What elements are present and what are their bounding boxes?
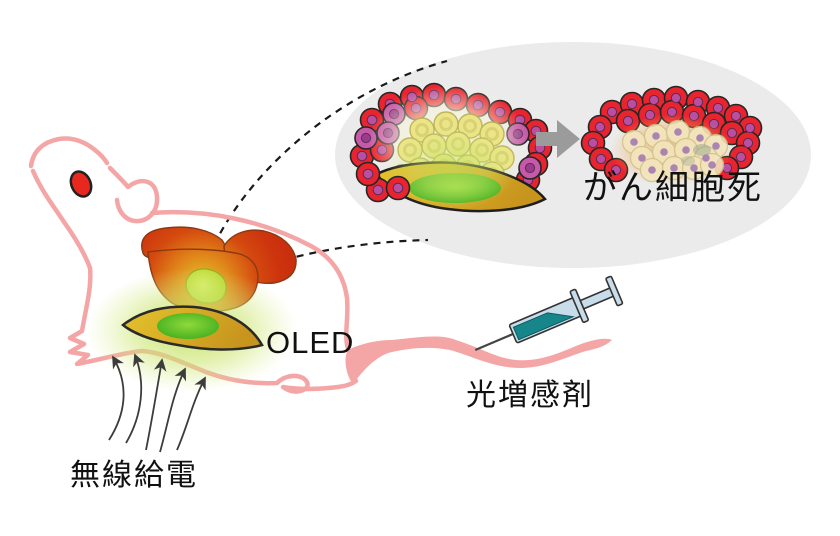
syringe-plunger-rod (579, 286, 616, 310)
callout-line-lower (211, 238, 429, 290)
syringe-needle (474, 332, 514, 352)
callout-dashed-lines (198, 59, 448, 290)
field-arrow-2 (125, 353, 145, 444)
transition-arrow (536, 120, 580, 158)
callout-line-upper (198, 59, 448, 282)
mouse-ear-outline (107, 165, 160, 224)
dying-cell-nuclei (630, 128, 720, 174)
mouse-back-outline (149, 209, 352, 355)
field-arrow-1 (108, 355, 125, 441)
field-arrow-5 (176, 376, 206, 451)
cancer-cells-front (355, 161, 411, 203)
cancer-cell-nuclei (362, 168, 404, 196)
field-arrow-3 (145, 358, 167, 451)
emitted-light-glow (386, 126, 518, 210)
mouse-head-outline (28, 136, 110, 169)
oled-emitter (157, 313, 219, 339)
oled-device (121, 305, 264, 351)
photosensitizer-label: 光増感剤 (466, 379, 594, 412)
wireless-power-arrows (108, 353, 206, 453)
cancer-cell-death-label: がん細胞死 (583, 169, 763, 207)
syringe-liquid (512, 312, 575, 341)
cell-cluster-before (349, 82, 553, 213)
oled-label: OLED (266, 325, 355, 360)
cancer-cell-nuclei (587, 92, 756, 176)
field-arrow-4 (159, 367, 186, 453)
necrotic-smudge (681, 156, 695, 166)
necrotic-smudge (693, 144, 711, 156)
mouse-tail (345, 336, 612, 384)
wireless-power-label: 無線給電 (70, 459, 198, 492)
mouse-eye (69, 170, 93, 198)
cell-cluster-after (580, 85, 763, 186)
syringe-icon (474, 275, 624, 352)
dying-cells (621, 119, 729, 183)
syringe-thumb-rest (605, 275, 624, 307)
